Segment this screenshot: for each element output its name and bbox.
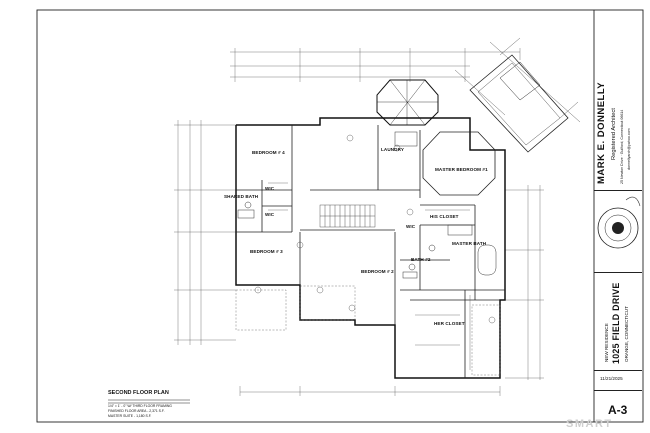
room-label-his-closet: HIS CLOSET: [430, 214, 459, 219]
project-type: NEW RESIDENCE: [604, 323, 609, 362]
bottom-dimension-lines: [239, 386, 501, 396]
right-dimension-lines: [505, 185, 544, 380]
master-bay: [422, 131, 496, 196]
room-label-wic: WIC: [265, 212, 275, 217]
room-label-bedroom-3: BEDROOM # 3: [250, 249, 283, 254]
lower-roof-outlines: [235, 285, 501, 376]
watermark: SMART: [566, 418, 613, 430]
title-block-rule: [594, 390, 642, 391]
left-dimension-lines: [174, 120, 236, 345]
architect-role: Registered Architect: [611, 108, 617, 160]
architect-name: MARK E. DONNELLY: [596, 81, 607, 184]
room-label-bath-2: BATH #2: [411, 257, 431, 262]
project-town: ORANGE, CONNECTICUT: [624, 306, 629, 362]
sheet-date: 11/21/2025: [600, 376, 623, 381]
room-label-wic: WIC: [406, 224, 416, 229]
top-dimension-lines: [230, 48, 521, 82]
architect-seal: [597, 196, 641, 249]
architect-address: 25 Newton Drive · Guilford, Connecticut …: [620, 109, 624, 184]
title-block-rule: [594, 370, 642, 371]
room-label-her-closet: HER CLOSET: [434, 321, 465, 326]
room-label-laundry: LAUNDRY: [381, 147, 404, 152]
room-label-bedroom-2: BEDROOM # 2: [361, 269, 394, 274]
architect-email: donnellyarch@yahoo.com: [627, 128, 631, 170]
room-label-master-bedroom: MASTER BEDROOM #1: [435, 167, 488, 172]
scale-bar: [108, 399, 190, 404]
title-block-rule: [594, 190, 642, 191]
stair: [319, 204, 376, 228]
interior-walls: [236, 125, 505, 378]
grid-markers: [254, 134, 496, 324]
room-label-bedroom-4: BEDROOM # 4: [252, 150, 285, 155]
closet-shelving: [268, 182, 471, 370]
master-suite-area: MASTER SUITE - 1,180 S.F.: [108, 414, 152, 418]
sheet-number: A-3: [608, 403, 628, 417]
drawing-title: SECOND FLOOR PLAN: [108, 390, 169, 396]
title-block-rule: [594, 272, 642, 273]
room-label-shared-bath: SHARED BATH: [224, 194, 259, 199]
outer-border: [36, 9, 644, 423]
fixtures: [237, 131, 497, 279]
angled-wing: [454, 37, 581, 153]
project-address: 1025 FIELD DRIVE: [611, 282, 621, 364]
octagon-turret: [376, 79, 439, 126]
finished-floor-area: FINISHED FLOOR AREA - 2,371 S.F.: [108, 409, 165, 413]
room-label-master-bath: MASTER BATH: [452, 241, 487, 246]
drawing-scale: 1/4" = 1' - 0" W/ THIRD FLOOR FRAMING: [108, 404, 172, 408]
room-label-wic: WIC: [265, 186, 275, 191]
